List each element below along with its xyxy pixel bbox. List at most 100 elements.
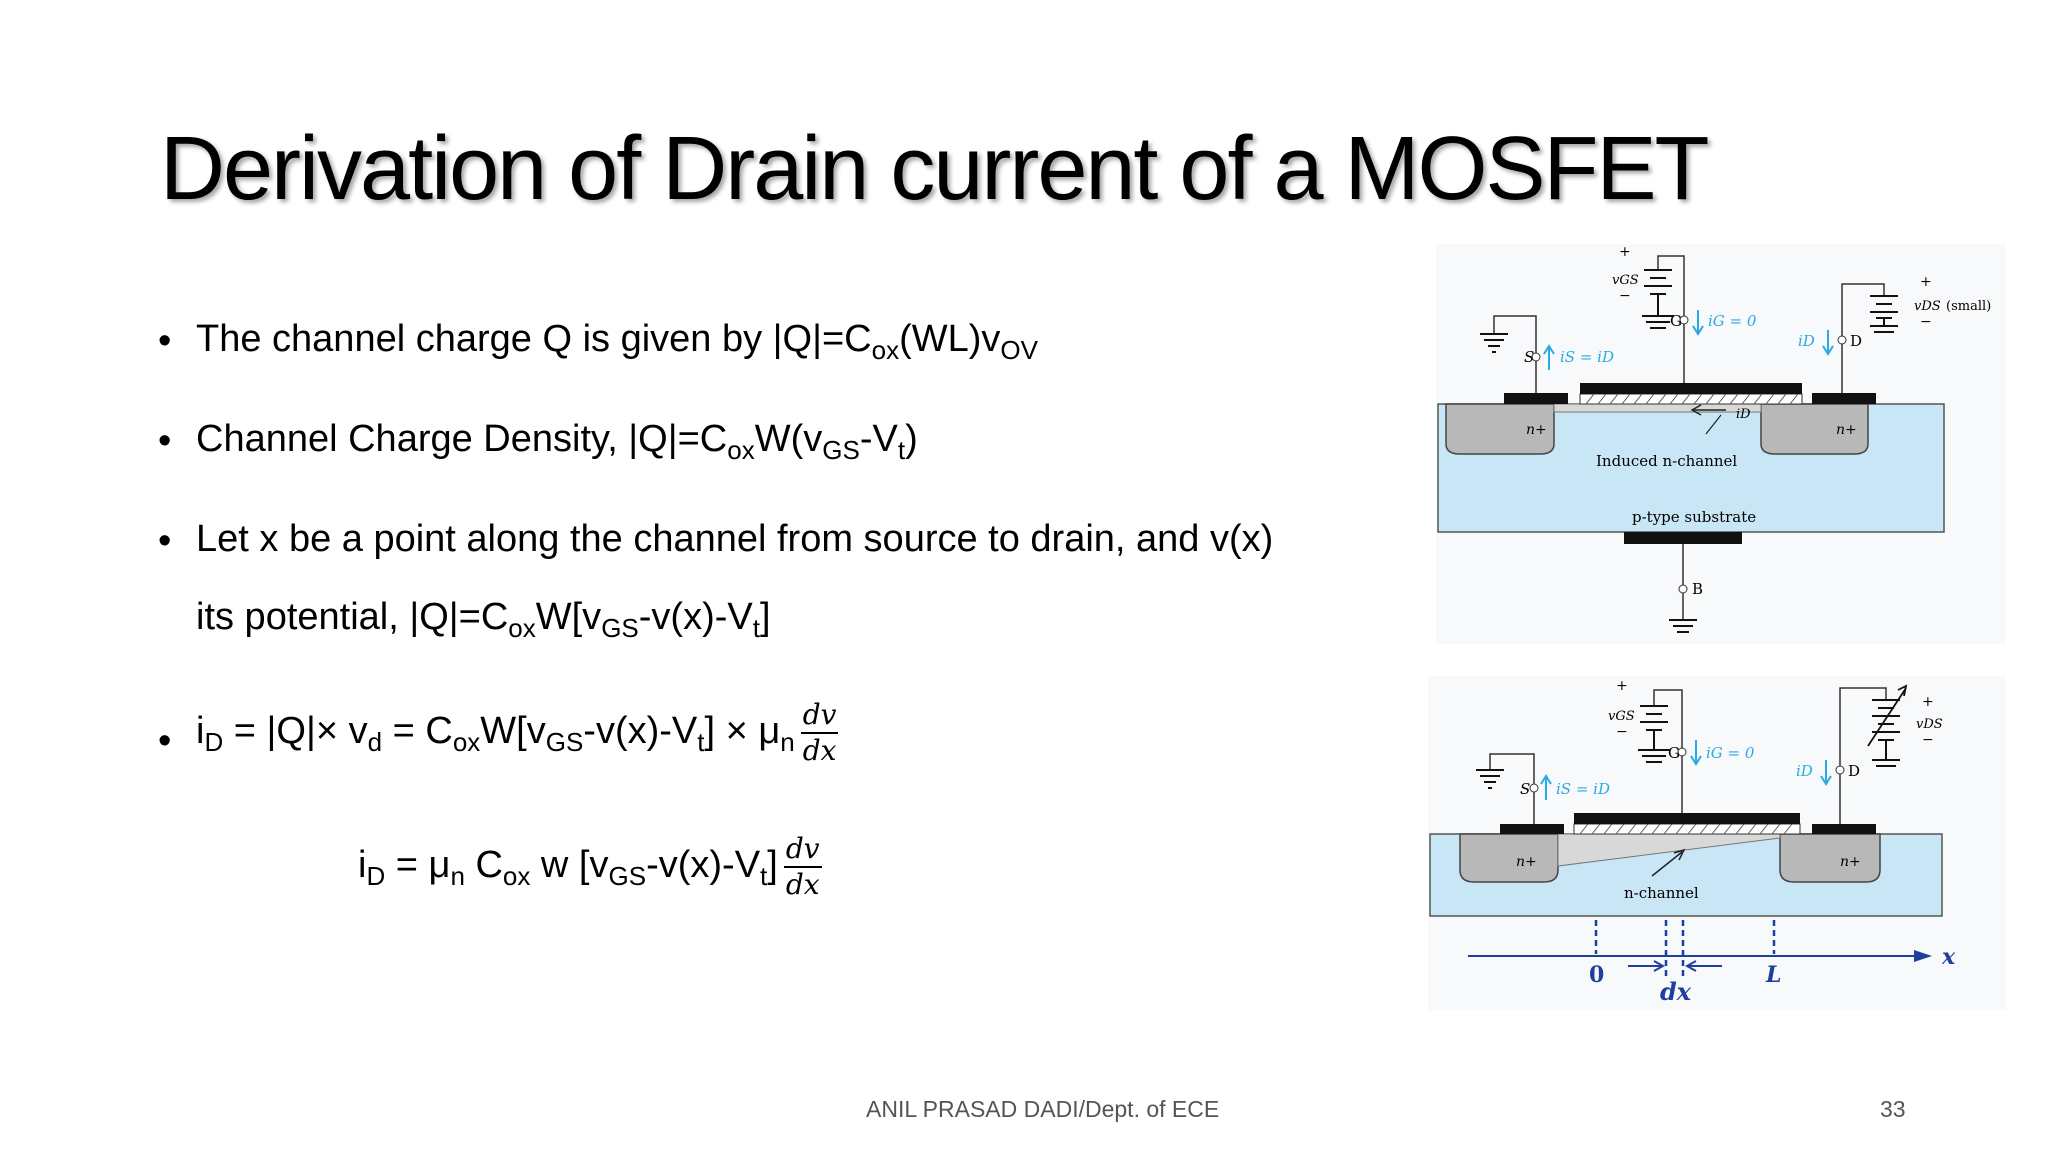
- source-label: S: [1520, 780, 1530, 798]
- subscript: t: [760, 861, 768, 892]
- vgs-battery-icon: [1644, 269, 1672, 316]
- text: its potential, |Q|=C: [196, 596, 509, 638]
- text: w [v: [530, 844, 609, 887]
- gate-current-arrow-icon: [1690, 740, 1702, 766]
- vgs-label: vGS: [1608, 709, 1635, 724]
- text: i: [358, 844, 367, 887]
- text: W[v: [535, 596, 602, 638]
- dx-right-arrow-icon: [1684, 960, 1722, 972]
- bullet-charge-density: Channel Charge Density, |Q|=CoxW(vGS-Vt): [196, 418, 918, 463]
- subscript: t: [897, 435, 906, 465]
- text: = |Q|× v: [223, 710, 368, 753]
- minus-sign: −: [1920, 314, 1932, 330]
- subscript: ox: [502, 861, 531, 892]
- vds-small-label: (small): [1946, 299, 1991, 314]
- subscript: GS: [822, 435, 860, 465]
- text: (WL)v: [899, 318, 1001, 360]
- drain-contact: [1812, 393, 1876, 404]
- bullet-position-line2: its potential, |Q|=CoxW[vGS-v(x)-Vt]: [196, 596, 771, 641]
- text: The channel charge Q is given by |Q|=C: [196, 318, 872, 360]
- mosfet-diagram-channel-dx: + vGS − G iG = 0 S iS = iD iD D + vDS − …: [1428, 676, 2006, 1010]
- source-terminal-icon: [1529, 783, 1539, 793]
- subscript: ox: [508, 613, 536, 643]
- length-label: L: [1765, 962, 1781, 988]
- drain-label: D: [1850, 332, 1862, 350]
- text: = C: [382, 710, 453, 753]
- gate-label: G: [1670, 312, 1682, 330]
- gate-current-arrow-icon: [1692, 310, 1704, 336]
- drain-current-arrow-icon: [1820, 760, 1832, 786]
- source-nplus-label: n+: [1526, 422, 1547, 438]
- dx-label: dx: [1660, 977, 1692, 1006]
- text: ]: [767, 844, 778, 887]
- gate-terminal-icon: [1677, 747, 1687, 757]
- vds-label: vDS: [1916, 717, 1943, 732]
- minus-sign: −: [1616, 724, 1628, 740]
- slide-title: Derivation of Drain current of a MOSFET: [160, 119, 1710, 219]
- subscript: t: [752, 613, 760, 643]
- bullet-channel-charge: The channel charge Q is given by |Q|=Cox…: [196, 318, 1038, 363]
- channel-current-label: iD: [1736, 407, 1751, 422]
- subscript: t: [697, 727, 705, 758]
- channel-pointer-icon: [1651, 848, 1686, 877]
- bullet-dot: •: [158, 320, 172, 362]
- drain-label: D: [1848, 762, 1860, 780]
- drain-current-label: iD: [1798, 332, 1815, 350]
- subscript: GS: [545, 727, 584, 758]
- text: -v(x)-V: [638, 596, 753, 638]
- source-contact: [1500, 824, 1564, 834]
- source-region: [1459, 833, 1559, 883]
- oxide-hatch: [1579, 823, 1793, 835]
- gate-electrode: [1574, 813, 1800, 824]
- text: ): [905, 418, 918, 460]
- leader-line: [1705, 414, 1722, 435]
- source-current-arrow-icon: [1540, 774, 1552, 800]
- body-contact: [1624, 532, 1742, 544]
- text: ] × μ: [704, 710, 781, 753]
- numerator: dv: [783, 832, 822, 868]
- text: -v(x)-V: [646, 844, 761, 887]
- subscript: ox: [727, 435, 755, 465]
- subscript: GS: [608, 861, 647, 892]
- x-axis-label: x: [1941, 944, 1956, 970]
- substrate-label: p-type substrate: [1632, 508, 1756, 526]
- drain-nplus-label: n+: [1840, 854, 1861, 870]
- drain-current-label: iD: [1796, 762, 1813, 780]
- text: ]: [759, 596, 771, 638]
- text: C: [464, 844, 503, 887]
- drain-terminal-icon: [1837, 335, 1847, 345]
- bullet-dot: •: [158, 720, 172, 762]
- subscript: GS: [601, 613, 639, 643]
- page-number: 33: [1880, 1096, 1906, 1122]
- gate-electrode: [1580, 383, 1802, 394]
- subscript: D: [204, 727, 224, 758]
- vgs-battery-icon: [1640, 705, 1668, 750]
- plus-sign: +: [1920, 274, 1932, 290]
- text: -V: [859, 418, 898, 460]
- gate-terminal-icon: [1679, 315, 1689, 325]
- text: W[v: [480, 710, 546, 753]
- subscript: n: [780, 727, 795, 758]
- ground-icon: [1669, 619, 1697, 633]
- gate-current-label: iG = 0: [1706, 744, 1755, 762]
- vds-battery-icon: [1870, 295, 1898, 326]
- denominator: dx: [785, 868, 820, 901]
- source-current-arrow-icon: [1543, 344, 1555, 370]
- source-terminal-icon: [1531, 352, 1541, 362]
- plus-sign: +: [1922, 694, 1934, 710]
- induced-channel-label: Induced n-channel: [1596, 452, 1737, 470]
- drain-current-arrow-icon: [1822, 330, 1834, 356]
- x-axis-arrowhead-icon: [1914, 950, 1932, 962]
- subscript: D: [366, 861, 386, 892]
- bullet-dot: •: [158, 520, 172, 562]
- source-label: S: [1524, 348, 1534, 366]
- vds-battery-icon: [1872, 699, 1900, 760]
- subscript: d: [367, 727, 383, 758]
- body-label: B: [1692, 580, 1703, 598]
- plus-sign: +: [1619, 244, 1631, 260]
- drain-terminal-icon: [1835, 765, 1845, 775]
